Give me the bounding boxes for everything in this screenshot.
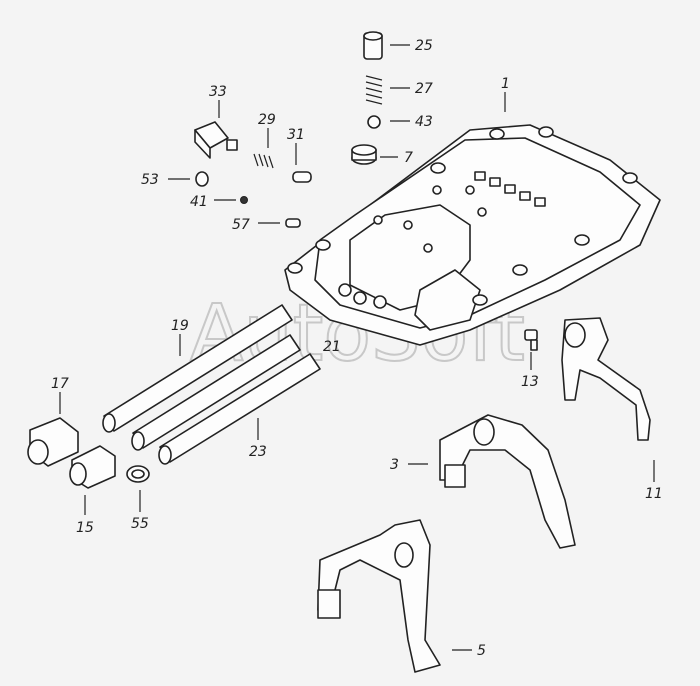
part-fork-3	[439, 414, 576, 549]
part-fork-11	[561, 317, 651, 441]
part-head-15	[69, 445, 116, 489]
part-plug-53	[195, 171, 209, 187]
label-33: 33	[209, 84, 227, 100]
label-15: 15	[76, 520, 94, 536]
label-53: 53	[141, 172, 159, 188]
leader-lines	[59, 44, 655, 651]
label-27: 27	[415, 81, 433, 97]
label-43: 43	[415, 114, 433, 130]
label-11: 11	[645, 486, 663, 502]
part-rod-23	[158, 353, 321, 465]
label-57: 57	[232, 217, 250, 233]
part-pin-57	[285, 218, 301, 228]
label-3: 3	[390, 457, 399, 473]
part-fork-5	[317, 519, 441, 673]
label-21: 21	[323, 339, 341, 355]
part-sleeve	[363, 31, 383, 60]
part-breather	[194, 121, 238, 159]
part-labels: 25 27 43 7 1 33 29 31 53 41 57 19 21 23 …	[51, 38, 663, 659]
label-7: 7	[404, 150, 413, 166]
part-pin-31	[292, 171, 312, 183]
part-spring-29	[253, 153, 274, 169]
label-17: 17	[51, 376, 69, 392]
part-head-17	[27, 417, 79, 467]
label-31: 31	[287, 127, 305, 143]
part-ball-43	[367, 115, 381, 129]
part-plug	[351, 144, 377, 165]
part-ball-41	[240, 196, 248, 204]
label-29: 29	[258, 112, 276, 128]
label-23: 23	[249, 444, 267, 460]
part-rod-19	[102, 304, 293, 433]
part-ring-55	[126, 465, 150, 483]
part-bolt-13	[524, 329, 538, 351]
label-13: 13	[521, 374, 539, 390]
part-cover-plate	[284, 124, 661, 346]
label-41: 41	[190, 194, 208, 210]
label-1: 1	[501, 76, 510, 92]
part-rod-21	[131, 334, 301, 451]
label-19: 19	[171, 318, 189, 334]
part-spring-27	[365, 75, 383, 105]
label-5: 5	[477, 643, 486, 659]
label-55: 55	[131, 516, 149, 532]
label-25: 25	[415, 38, 433, 54]
